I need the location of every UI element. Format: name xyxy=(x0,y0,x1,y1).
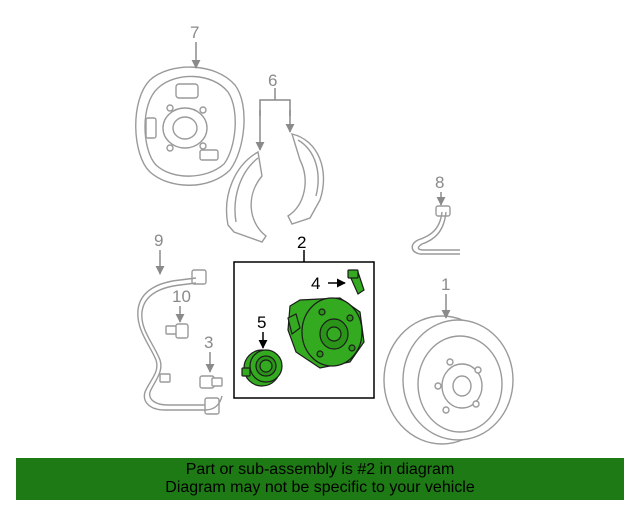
banner-line-1: Part or sub-assembly is #2 in diagram xyxy=(185,461,455,478)
brake-shoes[interactable] xyxy=(225,133,325,243)
brake-drum[interactable] xyxy=(383,315,514,445)
hub-bolt[interactable] xyxy=(347,269,365,295)
callout-9: 9 xyxy=(154,231,163,250)
callout-8: 8 xyxy=(435,173,444,192)
callout-4: 4 xyxy=(311,274,320,293)
seal-ring[interactable] xyxy=(241,349,283,387)
info-banner: Part or sub-assembly is #2 in diagram Di… xyxy=(16,458,624,500)
callout-1: 1 xyxy=(441,275,450,294)
callout-2: 2 xyxy=(297,233,306,252)
callout-6: 6 xyxy=(268,71,277,90)
hub-assembly-box[interactable] xyxy=(233,261,375,399)
callout-10: 10 xyxy=(172,287,191,306)
parts-diagram: 7 6 8 1 9 xyxy=(135,23,514,445)
callout-5: 5 xyxy=(257,313,266,332)
abs-sensor-wire[interactable] xyxy=(137,269,223,415)
brake-hose[interactable] xyxy=(411,205,460,255)
banner-line-2: Diagram may not be specific to your vehi… xyxy=(165,479,475,496)
hub-bearing[interactable] xyxy=(287,297,365,369)
callout-7: 7 xyxy=(190,23,199,42)
bolt-10[interactable] xyxy=(165,323,189,339)
callout-3: 3 xyxy=(204,333,213,352)
bolt-3[interactable] xyxy=(199,375,223,389)
backing-plate[interactable] xyxy=(135,66,245,186)
